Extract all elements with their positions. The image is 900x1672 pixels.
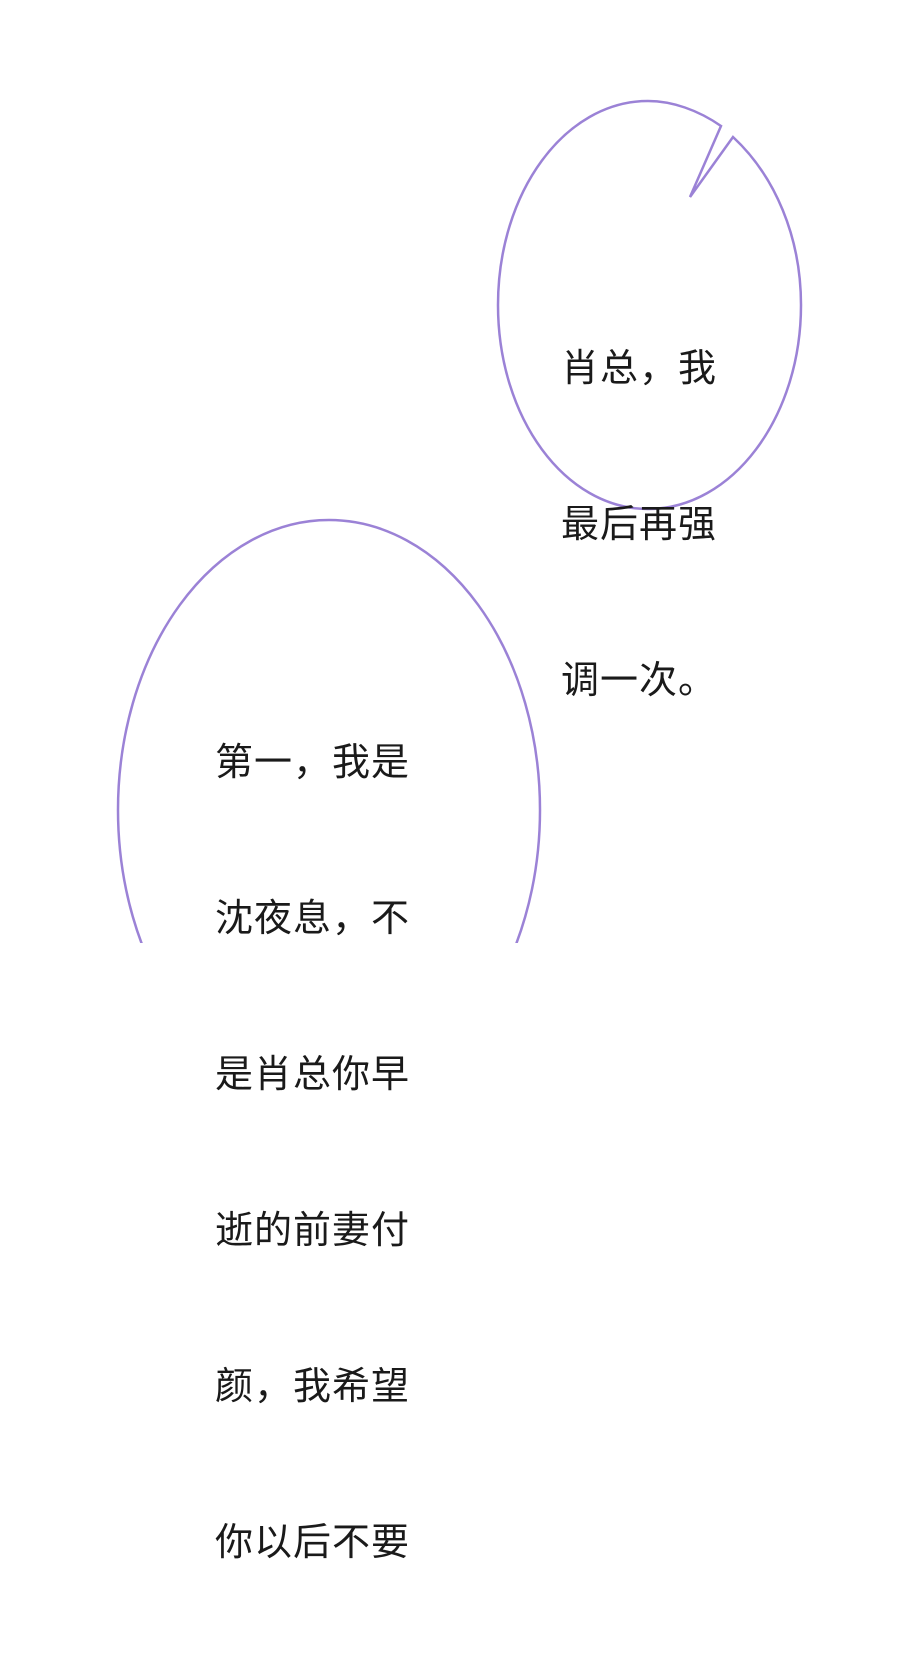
speech-bubble-top-text: 肖总，我 最后再强 调一次。 bbox=[561, 238, 717, 810]
speech-bubbles-layer bbox=[116, 99, 803, 943]
speech-bubble-top-outline bbox=[496, 99, 803, 511]
dialogue-line: 第一，我是 bbox=[215, 740, 411, 784]
dialogue-line: 颜，我希望 bbox=[215, 1364, 411, 1408]
speech-bubble-bottom-text: 第一，我是 沈夜息，不 是肖总你早 逝的前妻付 颜，我希望 你以后不要 bbox=[215, 632, 410, 1672]
dialogue-line: 调一次。 bbox=[561, 658, 718, 702]
dialogue-line: 逝的前妻付 bbox=[215, 1208, 411, 1252]
dialogue-line: 沈夜息，不 bbox=[215, 896, 411, 940]
dialogue-line: 最后再强 bbox=[561, 502, 718, 546]
comic-panel: 肖总，我 最后再强 调一次。 第一，我是 沈夜息，不 是肖总你早 逝的前妻付 颜… bbox=[116, 99, 803, 1564]
speech-bubble-bottom-outline bbox=[116, 518, 542, 943]
dialogue-line: 你以后不要 bbox=[215, 1520, 411, 1564]
dialogue-line: 是肖总你早 bbox=[215, 1052, 411, 1096]
dialogue-line: 肖总，我 bbox=[561, 346, 718, 390]
